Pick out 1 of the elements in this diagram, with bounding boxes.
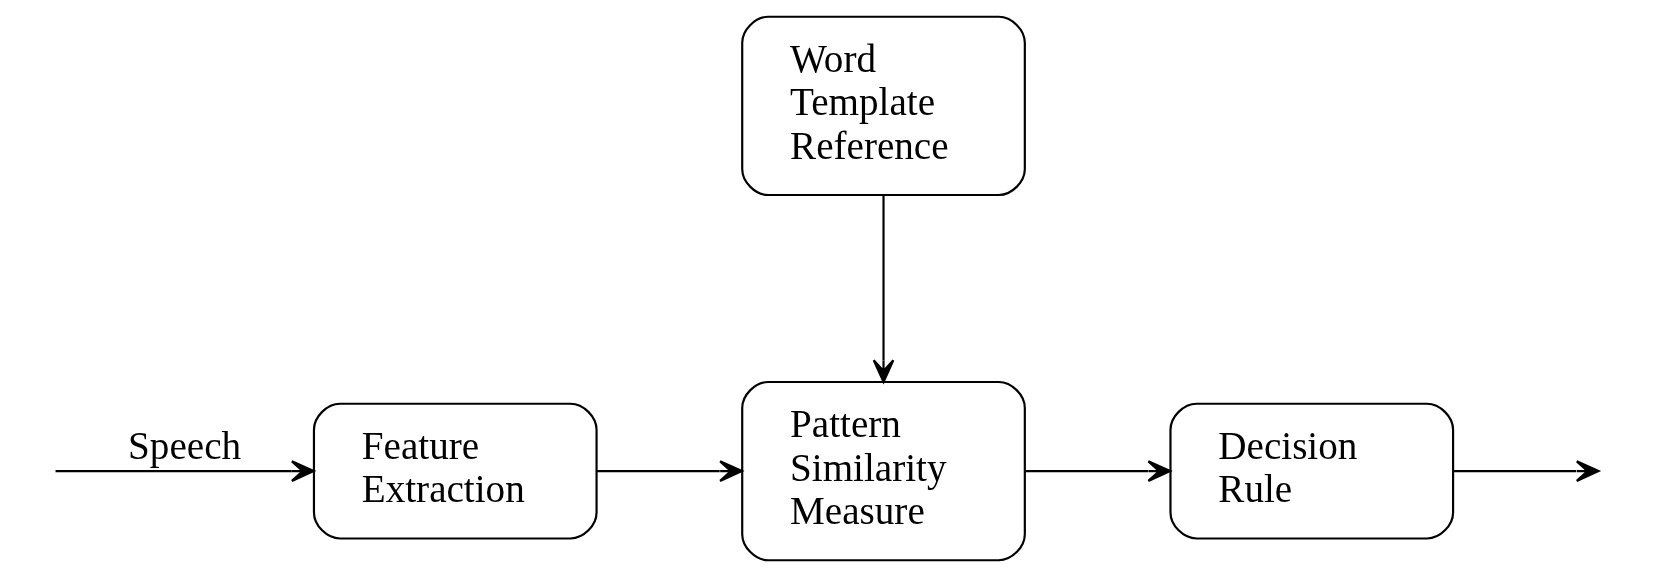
edge-label: Speech	[127, 423, 241, 467]
